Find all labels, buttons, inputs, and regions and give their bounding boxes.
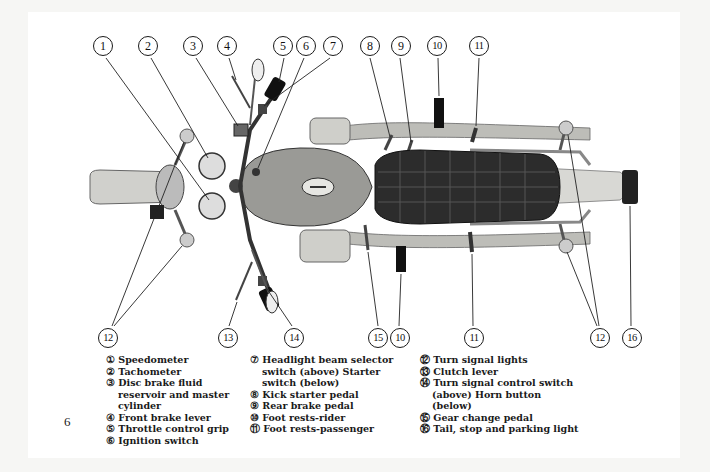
callout-number: 4	[217, 36, 237, 56]
callout-number: 5	[273, 36, 293, 56]
part-name: ① Speedometer	[106, 354, 246, 366]
part-name: ③ Disc brake fluid reservoir and master …	[106, 377, 246, 412]
legend-column: ⑦ Headlight beam selector switch (above)…	[250, 354, 402, 435]
callout-number: 15	[368, 328, 388, 348]
callout-number: 6	[296, 36, 316, 56]
callout-number: 8	[360, 36, 380, 56]
part-name: ⑯ Tail, stop and parking light	[420, 423, 580, 435]
callout-number: 12	[590, 328, 610, 348]
callout-number: 16	[622, 328, 642, 348]
part-name: ② Tachometer	[106, 366, 246, 378]
part-name: ⑮ Gear change pedal	[420, 412, 580, 424]
part-name: ⑥ Ignition switch	[106, 435, 246, 447]
part-name: ⑦ Headlight beam selector switch (above)…	[250, 354, 402, 389]
legend-column: ⑫ Turn signal lights⑬ Clutch lever⑭ Turn…	[420, 354, 580, 435]
callout-number: 12	[98, 328, 118, 348]
page-number: 6	[64, 414, 71, 430]
callout-number: 2	[138, 36, 158, 56]
part-name: ⑩ Foot rests-rider	[250, 412, 402, 424]
part-name: ⑤ Throttle control grip	[106, 423, 246, 435]
callout-number: 9	[391, 36, 411, 56]
part-name: ⑭ Turn signal control switch (above) Hor…	[420, 377, 580, 412]
callout-number: 13	[218, 328, 238, 348]
part-name: ⑪ Foot rests-passenger	[250, 423, 402, 435]
callout-number: 1	[93, 36, 113, 56]
part-name: ④ Front brake lever	[106, 412, 246, 424]
part-name: ⑬ Clutch lever	[420, 366, 580, 378]
callout-number: 3	[183, 36, 203, 56]
callout-number: 11	[464, 328, 484, 348]
callout-number: 14	[284, 328, 304, 348]
part-name: ⑧ Kick starter pedal	[250, 389, 402, 401]
legend-column: ① Speedometer② Tachometer③ Disc brake fl…	[106, 354, 246, 446]
callout-number: 11	[469, 36, 489, 56]
part-name: ⑨ Rear brake pedal	[250, 400, 402, 412]
callout-number: 7	[323, 36, 343, 56]
callout-number: 10	[390, 328, 410, 348]
callout-number: 10	[427, 36, 447, 56]
part-name: ⑫ Turn signal lights	[420, 354, 580, 366]
